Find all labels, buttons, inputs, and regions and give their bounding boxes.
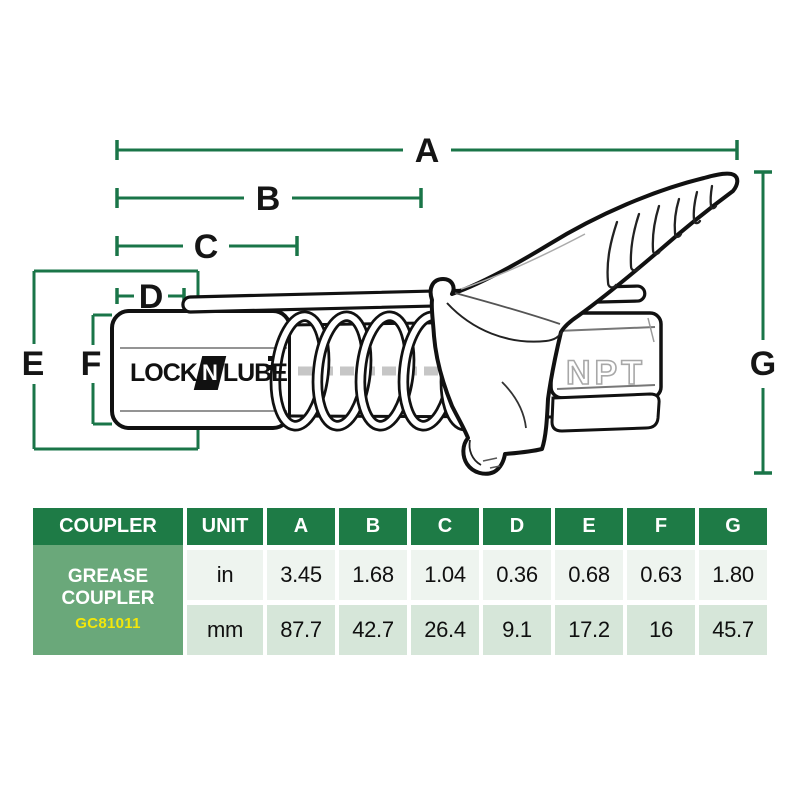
dimension-spec-table: COUPLER GREASE COUPLER GC81011 UNIT A B … (33, 508, 767, 655)
dimension-c-label: C (194, 228, 219, 266)
dimension-e-bracket (32, 269, 200, 451)
value-mm-c: 26.4 (411, 605, 479, 655)
unit-cell-in: in (187, 550, 263, 600)
dimension-c-line (115, 236, 299, 256)
dimension-a-line (115, 140, 739, 160)
col-header-unit: UNIT (187, 508, 263, 545)
dimension-f-bracket (91, 313, 112, 426)
product-name: GREASE COUPLER GC81011 (33, 545, 183, 655)
locknlube-logo: LOCK N LUBE (130, 355, 288, 391)
dimension-f-label: F (81, 345, 102, 383)
unit-cell-mm: mm (187, 605, 263, 655)
col-header-f: F (627, 508, 695, 545)
value-in-f: 0.63 (627, 550, 695, 600)
value-mm-f: 16 (627, 605, 695, 655)
col-header-c: C (411, 508, 479, 545)
logo-bolt-icon: N (193, 356, 227, 390)
dimension-b-line (115, 188, 423, 208)
dimension-g-line (754, 170, 772, 475)
value-in-a: 3.45 (267, 550, 335, 600)
value-in-g: 1.80 (699, 550, 767, 600)
col-header-coupler: COUPLER (33, 508, 183, 545)
dimension-g-label: G (750, 345, 776, 383)
coupler-dimension-diagram: A B C D E F G (22, 132, 776, 476)
col-header-e: E (555, 508, 623, 545)
product-code: GC81011 (75, 614, 141, 632)
dimension-b-label: B (256, 180, 281, 218)
value-in-e: 0.68 (555, 550, 623, 600)
npt-base-flange (550, 392, 661, 433)
value-in-c: 1.04 (411, 550, 479, 600)
value-mm-d: 9.1 (483, 605, 551, 655)
product-name-line1: GREASE (67, 565, 149, 587)
value-mm-a: 87.7 (267, 605, 335, 655)
npt-label: NPT (566, 354, 646, 392)
lever-handle (428, 171, 740, 476)
product-name-line2: COUPLER (61, 587, 155, 609)
coupler-drawing: NPT (110, 171, 740, 476)
lever-grip-ridges (606, 184, 718, 289)
dimension-a-label: A (415, 132, 440, 170)
col-header-b: B (339, 508, 407, 545)
product-cell: COUPLER GREASE COUPLER GC81011 (33, 508, 183, 655)
value-mm-e: 17.2 (555, 605, 623, 655)
value-in-d: 0.36 (483, 550, 551, 600)
value-mm-b: 42.7 (339, 605, 407, 655)
col-header-a: A (267, 508, 335, 545)
logo-lock-text: LOCK (130, 358, 198, 387)
col-header-g: G (699, 508, 767, 545)
value-mm-g: 45.7 (699, 605, 767, 655)
logo-n-text: N (201, 360, 218, 385)
col-header-d: D (483, 508, 551, 545)
dimension-e-label: E (22, 345, 45, 383)
npt-fitting: NPT (549, 311, 663, 433)
logo-lube-text: LUBE (222, 358, 288, 387)
dimension-lines (32, 140, 772, 475)
value-in-b: 1.68 (339, 550, 407, 600)
